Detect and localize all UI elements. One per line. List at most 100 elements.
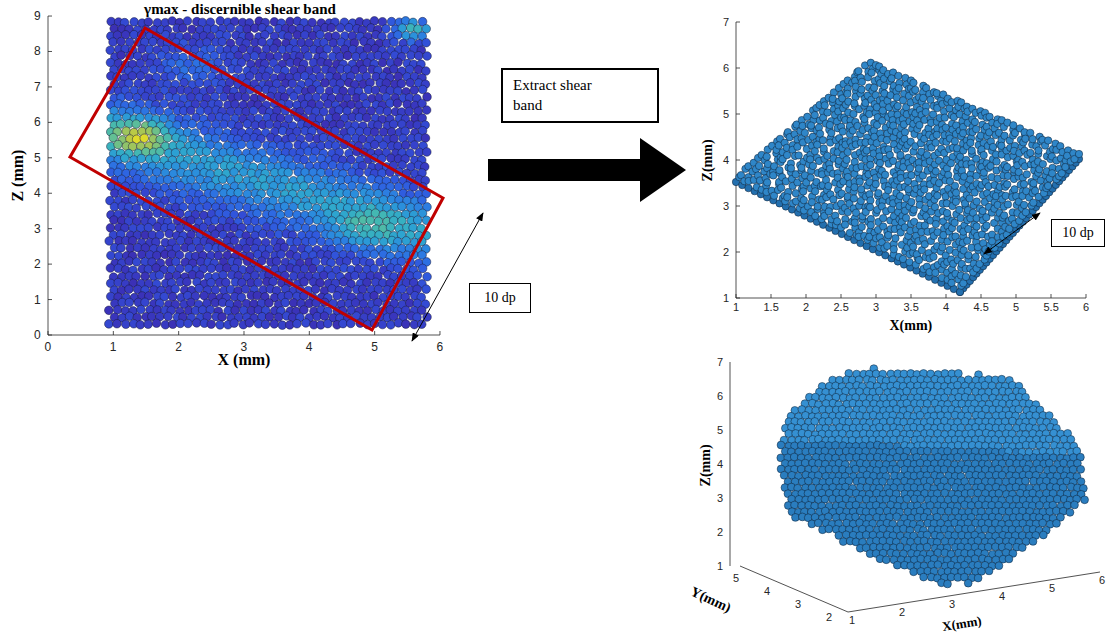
particle (132, 258, 141, 267)
particle (152, 154, 161, 163)
particle (324, 100, 333, 109)
particle (122, 127, 131, 136)
particle (152, 127, 161, 136)
particle (351, 299, 360, 308)
particle (281, 298, 290, 307)
particle (234, 174, 243, 183)
particle (362, 113, 371, 122)
particle (288, 79, 297, 88)
particle (378, 58, 387, 67)
particle (125, 298, 134, 307)
particle (415, 148, 424, 157)
particle (153, 168, 162, 177)
particle (220, 120, 229, 129)
particle (188, 25, 197, 34)
particle (195, 79, 204, 88)
particle (413, 216, 422, 225)
particle (253, 209, 262, 218)
particle (141, 188, 150, 197)
particle (245, 319, 254, 328)
particle (366, 216, 375, 225)
particle (234, 65, 243, 74)
particle (327, 23, 336, 32)
particle (393, 99, 402, 108)
particle (313, 216, 322, 225)
particle (293, 31, 302, 40)
particle (218, 37, 227, 46)
particle (390, 65, 399, 74)
particle (171, 285, 180, 294)
particle (145, 45, 154, 54)
particle (345, 23, 354, 32)
particle (387, 321, 396, 330)
particle (378, 320, 387, 329)
particle (218, 175, 227, 184)
particle (418, 85, 427, 94)
particle (382, 25, 391, 34)
particle (164, 312, 173, 321)
particle (187, 298, 196, 307)
particle (105, 320, 114, 329)
particle (237, 140, 246, 149)
particle (114, 278, 123, 287)
particle (204, 243, 213, 252)
particle (265, 299, 274, 308)
particle (289, 299, 298, 308)
particle (249, 106, 258, 115)
particle (319, 133, 328, 142)
particle (402, 237, 411, 246)
particle (308, 237, 317, 246)
particle (207, 320, 216, 329)
particle (188, 119, 197, 128)
particle (128, 195, 137, 204)
particle (394, 319, 403, 328)
particle (192, 319, 201, 328)
particle (167, 250, 176, 259)
particle (184, 319, 193, 328)
particle (336, 24, 345, 33)
particle (183, 278, 192, 287)
particle (305, 133, 314, 142)
particle (168, 292, 177, 301)
particle (317, 237, 326, 246)
particle (211, 216, 220, 225)
particle (423, 52, 432, 61)
particle (155, 271, 164, 280)
particle (301, 31, 310, 40)
particle (125, 92, 134, 101)
particle (253, 140, 262, 149)
particle (290, 92, 299, 101)
particle (262, 72, 271, 81)
particle (107, 251, 116, 260)
particle (243, 25, 252, 34)
particle (122, 320, 131, 329)
particle (288, 133, 297, 142)
particle (163, 133, 172, 142)
particle-map (105, 17, 432, 330)
particle (311, 285, 320, 294)
particle (324, 319, 333, 328)
particle (117, 244, 126, 253)
particle (110, 216, 119, 225)
particle (390, 38, 399, 47)
particle (348, 182, 357, 191)
particle (179, 24, 188, 33)
particle (855, 67, 862, 74)
particle (270, 320, 279, 329)
particle (110, 202, 119, 211)
particle (352, 52, 361, 61)
particle (167, 72, 176, 81)
particle (187, 175, 196, 184)
particle (389, 120, 398, 129)
particle (137, 154, 146, 163)
particle (130, 18, 139, 27)
particle (320, 271, 329, 280)
particle (125, 285, 134, 294)
particle (192, 155, 201, 164)
particle (120, 154, 129, 163)
particle (821, 102, 828, 109)
particle (140, 134, 149, 143)
particle (176, 181, 185, 190)
particle (336, 216, 345, 225)
